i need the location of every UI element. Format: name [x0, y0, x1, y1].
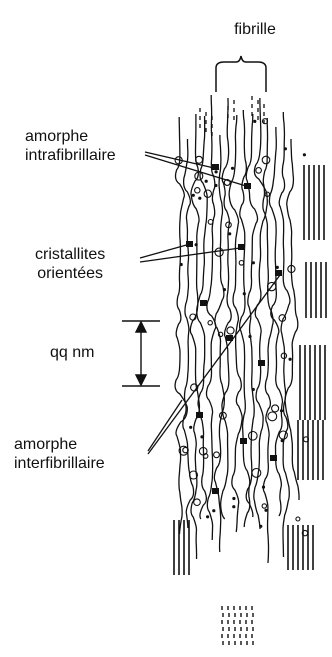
chain-dot	[243, 292, 246, 295]
chain-loop	[214, 452, 220, 458]
chain-dot	[303, 153, 306, 156]
chain-loop	[272, 405, 279, 412]
chain-dot	[206, 515, 209, 518]
intrafibrillar-label-line1: amorphe	[25, 127, 116, 146]
fibril-strand	[221, 102, 232, 519]
chain-dot	[195, 243, 198, 246]
chain-loop	[208, 321, 212, 325]
crystallites-label-line2: orientées	[35, 264, 105, 283]
chain-loop	[262, 504, 266, 508]
chain-loop	[268, 412, 277, 421]
top-dashed-fragments	[200, 96, 264, 136]
scale-label: qq nm	[50, 343, 94, 362]
chain-dot	[189, 426, 192, 429]
fibril-strands	[175, 95, 299, 563]
chain-dot	[252, 388, 255, 391]
chain-dot	[276, 266, 279, 269]
intrafibrillar-amorphous-label: amorphe intrafibrillaire	[25, 127, 116, 165]
chain-dot	[284, 147, 287, 150]
interfibrillar-amorphous-label: amorphe interfibrillaire	[14, 435, 105, 473]
chain-dot	[281, 439, 284, 442]
chain-dot	[180, 263, 183, 266]
crystallite-block	[258, 360, 265, 366]
chain-loop	[195, 188, 200, 193]
chain-dot	[232, 505, 235, 508]
chain-loop	[296, 517, 300, 521]
interfibrillar-label-line2: interfibrillaire	[14, 454, 105, 473]
chain-loop	[239, 261, 244, 266]
chain-dot	[248, 335, 251, 338]
chain-dot	[205, 180, 208, 183]
chain-dot	[280, 409, 283, 412]
chain-dot	[200, 435, 203, 438]
crystallite-block	[238, 244, 245, 250]
leader-crystallites-2	[140, 248, 240, 262]
fibril-strand	[263, 118, 273, 563]
chain-dot	[289, 358, 292, 361]
chain-loop	[249, 432, 258, 441]
chain-loop	[196, 156, 203, 163]
crystallite-block	[270, 455, 277, 461]
scale-arrow	[122, 321, 160, 386]
scale-arrowhead-down	[136, 375, 146, 385]
chain-dot	[253, 120, 256, 123]
fibril-brace	[216, 56, 266, 92]
chain-dot	[192, 194, 195, 197]
chain-dot	[232, 497, 235, 500]
bottom-dashed-fragments	[222, 606, 253, 645]
chain-loop	[208, 220, 213, 225]
fibril-strand	[190, 114, 199, 559]
chain-dot	[264, 509, 267, 512]
crystallite-block	[196, 412, 203, 418]
intrafibrillar-label-line2: intrafibrillaire	[25, 146, 116, 165]
chain-loop	[227, 327, 234, 334]
side-lamellar-stacks	[174, 165, 326, 575]
scale-arrowhead-up	[136, 322, 146, 332]
leader-interfibrillar-1	[148, 400, 182, 451]
fibril-label: fibrille	[215, 20, 295, 39]
crystallite-block	[275, 270, 282, 276]
chain-loop	[252, 469, 261, 478]
chain-dot	[231, 167, 234, 170]
crystallite-block	[200, 300, 207, 306]
chain-loop	[262, 156, 270, 164]
chain-dot	[214, 184, 217, 187]
crystallite-block	[212, 164, 219, 170]
fibril-strand	[285, 139, 299, 500]
chain-dot	[252, 261, 255, 264]
chain-loop	[194, 499, 201, 506]
fibril-strand	[175, 117, 187, 534]
chain-dot	[228, 232, 231, 235]
chain-dot	[212, 509, 215, 512]
chain-loop	[215, 248, 223, 256]
crystallite-block	[212, 488, 219, 494]
chain-dot	[223, 288, 226, 291]
crystallite-block	[240, 438, 247, 444]
interfibrillar-label-line1: amorphe	[14, 435, 105, 454]
chain-dot	[198, 197, 201, 200]
fibril-strand	[254, 98, 267, 529]
chain-dot	[259, 525, 262, 528]
chain-loop	[279, 431, 287, 439]
chain-loop	[256, 168, 262, 174]
chain-dot	[215, 170, 218, 173]
crystallites-label-line1: cristallites	[35, 245, 105, 264]
chain-dot	[262, 486, 265, 489]
oriented-crystallites-label: cristallites orientées	[35, 245, 105, 283]
